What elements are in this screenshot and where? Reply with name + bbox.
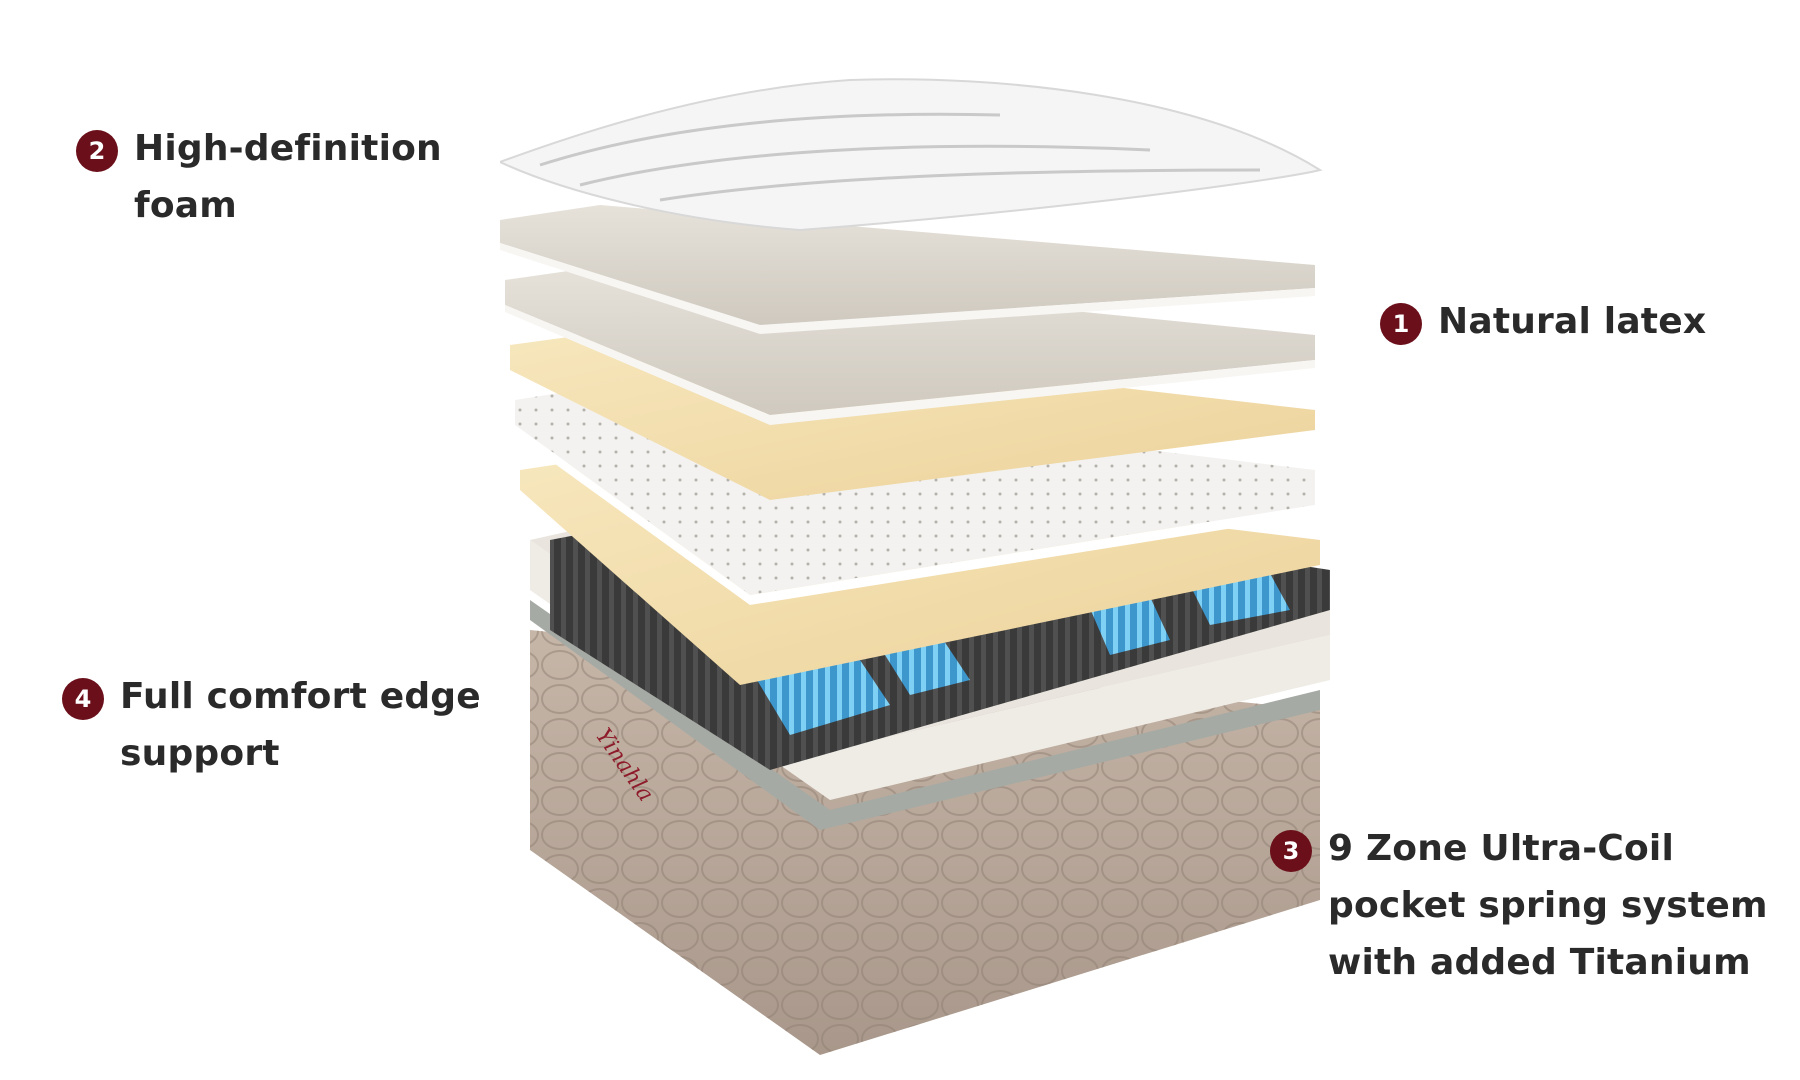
- callout-pocket-spring-system: 3 9 Zone Ultra-Coil pocket spring system…: [1270, 820, 1768, 991]
- callout-label: Full comfort edge support: [120, 676, 481, 774]
- callout-number-badge: 3: [1270, 830, 1312, 872]
- pillow-top: [500, 78, 1323, 232]
- callout-label: High-definition foam: [134, 128, 442, 226]
- callout-edge-support: 4 Full comfort edge support: [62, 668, 481, 782]
- callout-number-badge: 2: [76, 130, 118, 172]
- callout-natural-latex: 1 Natural latex: [1380, 293, 1706, 350]
- callout-number-badge: 1: [1380, 303, 1422, 345]
- callout-label: Natural latex: [1438, 301, 1707, 342]
- callout-high-definition-foam: 2 High-definition foam: [76, 120, 442, 234]
- grey-layer-1: [500, 205, 1315, 334]
- mattress-layers-illustration: Yinahla: [500, 78, 1330, 1055]
- callout-label: 9 Zone Ultra-Coil pocket spring system w…: [1328, 828, 1768, 983]
- callout-number-badge: 4: [62, 678, 104, 720]
